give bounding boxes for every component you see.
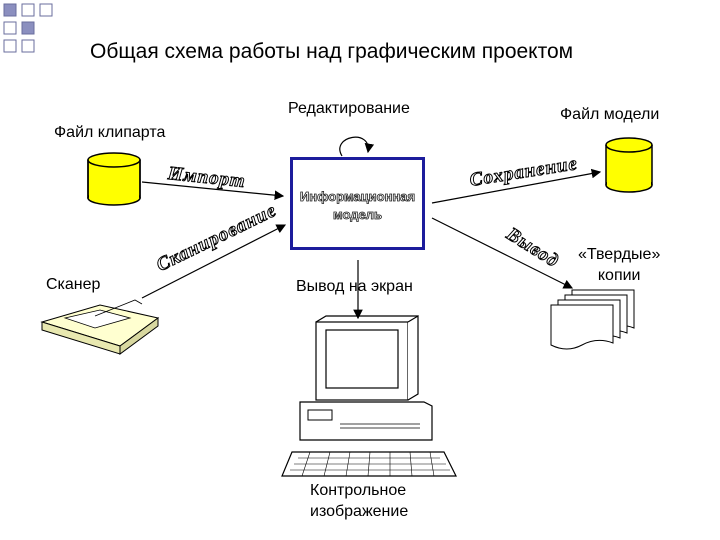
computer-icon: [281, 314, 457, 477]
model-cylinder-icon: [605, 137, 653, 193]
scanner-icon: [40, 299, 160, 355]
arrow-editing-loop: [339, 136, 375, 157]
label-clipart-file: Файл клипарта: [54, 124, 166, 141]
arrow-scanning: [141, 224, 287, 299]
info-model-label: Информационная модель: [299, 189, 416, 223]
label-control-image: Контрольное изображение: [310, 482, 409, 520]
info-model-box: Информационная модель: [290, 157, 425, 250]
label-editing: Редактирование: [288, 100, 410, 117]
label-model-file: Файл модели: [560, 106, 660, 123]
page-title: Общая схема работы над графическим проек…: [90, 40, 574, 63]
arrow-import: [141, 181, 285, 200]
label-hard-copies: «Твердые» копии: [578, 246, 661, 284]
arrow-saving: [431, 168, 602, 204]
arrows: [141, 136, 602, 320]
label-screen-output: Вывод на экран: [296, 278, 413, 295]
arrow-output: [431, 217, 574, 289]
hard-copies-icon: [550, 289, 635, 350]
clipart-cylinder-icon: [87, 152, 141, 206]
corner-decoration: [3, 3, 53, 53]
label-scanner: Сканер: [46, 276, 101, 293]
